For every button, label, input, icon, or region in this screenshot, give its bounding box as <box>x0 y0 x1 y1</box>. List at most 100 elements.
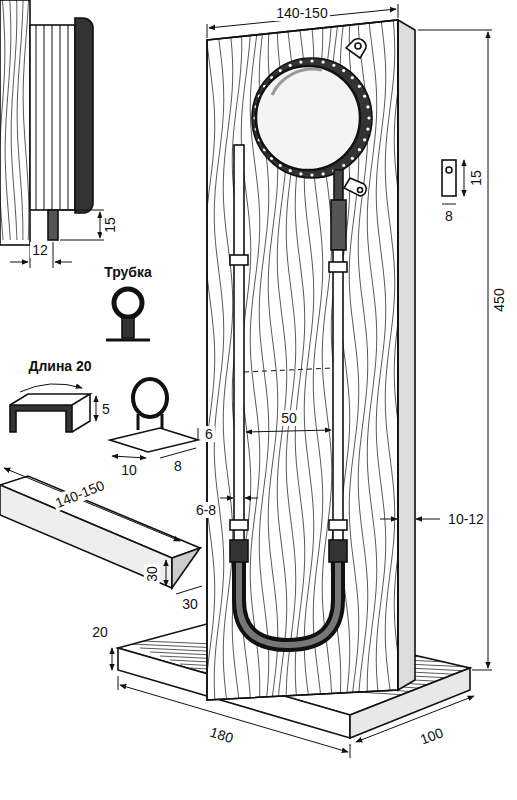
gauge-fitting <box>334 170 343 200</box>
wood-grain <box>5 0 11 240</box>
extension-line <box>60 240 104 241</box>
dimension-label: 30 <box>180 596 200 612</box>
center-line <box>244 368 333 372</box>
dimension-line <box>245 498 258 499</box>
ring-foot <box>122 318 134 338</box>
wood-grain <box>17 0 23 240</box>
bar-end <box>172 548 200 588</box>
dimension-line <box>176 586 202 594</box>
dimension-line <box>220 498 233 499</box>
dimension-label: 180 <box>207 723 238 746</box>
glass-glare <box>272 69 322 95</box>
dimension-line <box>464 160 465 196</box>
housing-rib <box>44 25 45 210</box>
dimension-label: 8 <box>443 208 455 224</box>
lug-bracket <box>442 160 456 196</box>
lug-hole <box>355 43 361 49</box>
dimension-line <box>160 448 196 458</box>
gauge-body <box>252 58 372 178</box>
dimension-label: 10-12 <box>446 511 486 527</box>
dimension-label: 6 <box>203 426 215 442</box>
bezel-knurl <box>332 64 335 67</box>
dimension-label: 140-150 <box>274 5 329 21</box>
wood-grain <box>214 10 224 710</box>
lug-hole <box>358 188 363 193</box>
bezel-knurl <box>289 64 292 67</box>
bezel-knurl <box>279 164 282 167</box>
wood-grain <box>385 10 395 710</box>
tube-clip <box>329 262 347 272</box>
extension-line <box>53 242 54 268</box>
u-bracket <box>10 405 72 432</box>
wood-grain <box>376 10 386 710</box>
hose-end <box>329 540 347 562</box>
bezel-knurl <box>322 60 325 63</box>
dimension-label: 50 <box>279 410 299 426</box>
bezel-knurl <box>322 172 325 175</box>
bar-front <box>0 485 172 588</box>
housing-rib <box>68 25 69 210</box>
bezel-knurl <box>342 69 345 72</box>
hose-end <box>230 540 248 562</box>
glass-tube <box>333 250 343 565</box>
gauge-lug <box>346 39 366 58</box>
dimension-line <box>356 696 474 742</box>
rubber-hose <box>239 555 338 645</box>
dimension-line <box>55 262 72 263</box>
ring-base <box>106 339 150 342</box>
bezel-knurl <box>299 172 302 175</box>
drawing <box>0 0 492 758</box>
clip-ring <box>133 379 167 417</box>
dimension-label: 5 <box>100 401 112 417</box>
dimension-label: 15 <box>468 168 484 188</box>
dimension-line <box>166 560 167 586</box>
bracket-hole <box>446 167 452 173</box>
dimension-label: 20 <box>90 624 110 640</box>
dimension-label: 15 <box>102 215 118 235</box>
tube-clip <box>230 520 248 530</box>
dimension-label: 8 <box>172 458 184 474</box>
dimension-line <box>198 428 199 440</box>
wood-grain <box>23 0 29 240</box>
bezel-knurl <box>358 85 361 88</box>
gauge-lug <box>344 178 366 196</box>
bezel-knurl <box>366 105 369 108</box>
dimension-line <box>442 204 456 205</box>
bezel-knurl <box>351 76 354 79</box>
extension-line <box>350 744 351 758</box>
extension-line <box>418 30 492 31</box>
board-side <box>398 20 415 690</box>
clip-foot <box>110 428 198 452</box>
gauge-pipe <box>48 210 58 240</box>
bezel-knurl <box>279 69 282 72</box>
gauge-housing-side <box>30 25 75 210</box>
dimension-label: 100 <box>416 724 447 749</box>
length-arrow <box>20 384 82 392</box>
dimension-line <box>112 648 113 670</box>
extension-line <box>398 4 399 18</box>
gauge-glass <box>256 66 360 170</box>
bezel-knurl <box>299 60 302 63</box>
dimension-line <box>96 396 97 421</box>
bezel-knurl <box>358 148 361 151</box>
glass-tube <box>234 145 244 565</box>
bezel-knurl <box>363 138 366 141</box>
dimension-line <box>112 456 146 458</box>
bezel-knurl <box>310 173 313 176</box>
dimension-label: 10 <box>119 462 139 478</box>
bezel-knurl <box>363 95 366 98</box>
dimension-line <box>380 519 397 520</box>
wood-grain <box>0 0 5 240</box>
hose-shade <box>239 555 338 645</box>
dimension-line <box>246 430 331 432</box>
board-section <box>0 0 30 245</box>
bezel-knurl <box>367 116 370 119</box>
dimension-line <box>488 32 489 668</box>
housing-rib <box>52 25 53 210</box>
gauge-bezel-side <box>75 18 93 213</box>
dimension-label: 30 <box>144 564 160 584</box>
dimension-line <box>416 519 440 520</box>
extension-line <box>60 210 104 211</box>
tube-ring <box>114 289 142 317</box>
